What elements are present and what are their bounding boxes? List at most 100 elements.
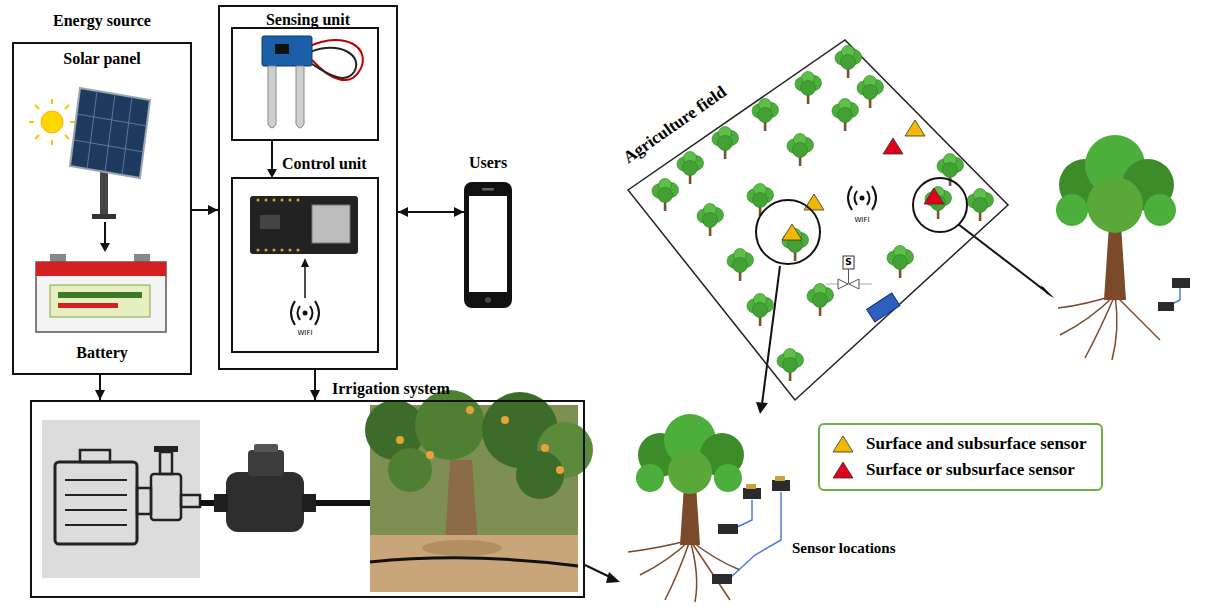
sensor-to-control-arrow-part [271, 141, 273, 170]
field-outline-part [849, 279, 859, 289]
node-label: Solar panel [14, 50, 190, 68]
microcontroller-board-part-part [273, 249, 276, 252]
field-outline-part [857, 76, 884, 109]
field-outline-part-part [867, 191, 870, 205]
solar-panel-icon-part-part [122, 97, 132, 175]
soil-moisture-sensor-part [310, 40, 363, 80]
pump-motor-part-part [65, 509, 127, 511]
field-outline-part [727, 249, 754, 282]
orchard-photo [365, 390, 593, 592]
wifi-icon-part [303, 311, 308, 316]
tree-with-sensor-part-part [1115, 295, 1160, 340]
solenoid-valve-part [302, 494, 316, 512]
irrigation-box: Irrigation system [30, 400, 585, 598]
sun-icon-part-part [29, 121, 34, 123]
tree-with-sensors-part [772, 480, 790, 491]
field-outline-part [848, 269, 849, 284]
field-outline-part [883, 138, 903, 154]
legend-text: Surface or subsurface sensor [866, 460, 1075, 480]
microcontroller-board [250, 196, 358, 254]
solenoid-valve [214, 444, 316, 532]
control-frame [232, 178, 378, 352]
connector-arrow [99, 375, 101, 400]
field-outline-part-part [855, 191, 858, 205]
tree-with-sensors-part-part [735, 500, 752, 528]
legend-swatch [832, 435, 854, 453]
microcontroller-board-part-part [257, 249, 260, 252]
sensor-to-control-arrow [267, 141, 277, 178]
field-outline-part [925, 187, 952, 220]
field-outline-part [848, 186, 876, 210]
field-outline-part [747, 294, 774, 327]
microcontroller-board-part-part [257, 199, 260, 202]
orchard-photo-part [516, 451, 564, 499]
microcontroller-board-part [260, 215, 280, 229]
battery-icon-part [36, 262, 166, 276]
tree-with-sensor-part [1058, 295, 1160, 360]
solenoid-valve-part [254, 444, 278, 452]
field-outline-part [913, 178, 967, 232]
phone-icon-part [464, 182, 512, 308]
field-outline-part [752, 99, 779, 132]
orchard-photo-part-part [541, 444, 549, 452]
tree-with-sensor-part [1144, 194, 1176, 226]
legend-text: Surface and subsurface sensor [866, 434, 1087, 454]
microcontroller-board-part-part [297, 249, 300, 252]
orchard-photo-part [370, 558, 578, 566]
field-outline-part [804, 194, 824, 210]
callout-arrow-part [762, 266, 780, 404]
solar-panel-icon-part [92, 214, 116, 219]
tree-with-sensors [628, 414, 790, 602]
soil-moisture-sensor-part [262, 36, 312, 66]
field-outline-part [937, 154, 964, 187]
panel-to-battery-arrow-part [100, 243, 110, 252]
pump-motor-part [154, 446, 178, 452]
soil-moisture-sensor [262, 36, 363, 128]
pump-motor-part [65, 480, 127, 525]
wifi-icon [291, 301, 319, 325]
tree-with-sensor-part [1104, 225, 1126, 300]
tree-with-sensor-part [1172, 278, 1190, 288]
orchard-photo-part [396, 406, 564, 474]
battery-icon-part [58, 292, 142, 298]
solar-panel-icon [70, 88, 150, 219]
legend-swatch [832, 461, 854, 479]
wifi-label: WIFI [290, 327, 320, 339]
pump-motor-part-part [65, 494, 127, 496]
tree-with-sensor-part [1087, 177, 1143, 233]
field-outline-part [787, 134, 814, 167]
microcontroller-board-part-part [265, 199, 268, 202]
orchard-photo-part-part [556, 466, 564, 474]
pump-motor-part [55, 462, 137, 544]
microcontroller-board-part [312, 205, 350, 243]
orchard-photo-part [370, 535, 578, 592]
field-outline-part [697, 204, 724, 237]
legend-swatch-part [833, 462, 853, 478]
field-outline-part [677, 152, 704, 185]
node-heading: Users [424, 154, 552, 172]
solenoid-valve-part [248, 450, 284, 476]
tree-with-sensor-part [1158, 302, 1174, 311]
field-outline-part [967, 189, 994, 222]
microcontroller-board-part-part [273, 199, 276, 202]
wifi-icon-part [310, 306, 313, 320]
microcontroller-board-part-part [289, 199, 292, 202]
tree-with-sensors-part [718, 524, 738, 534]
sun-icon-part-part [35, 105, 39, 109]
phone-icon-part [482, 188, 494, 191]
wifi-label: WIFI [847, 214, 877, 226]
pump-motor [42, 420, 200, 578]
node-label: Battery [14, 344, 190, 362]
orchard-photo-part-part [426, 451, 434, 459]
phone-icon [464, 182, 512, 308]
field-outline-part [867, 293, 900, 322]
pump-motor-part-part [65, 479, 127, 481]
tree-with-sensors-part [712, 574, 732, 584]
phone: Users [464, 182, 512, 308]
panel-to-battery-arrow-part [104, 222, 106, 244]
microcontroller-board-part-part [281, 199, 284, 202]
tree-with-sensors-part [668, 450, 712, 494]
battery-icon-part [36, 262, 166, 332]
phone-icon-part [469, 196, 507, 292]
